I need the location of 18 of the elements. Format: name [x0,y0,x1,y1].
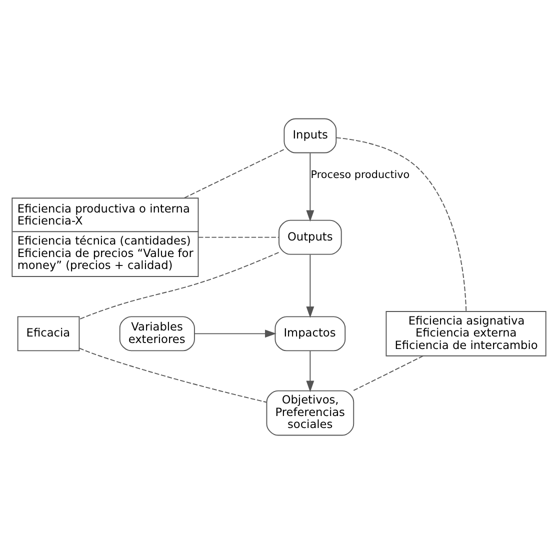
arrow [306,152,314,222]
connector [336,137,467,312]
connector [78,348,267,403]
node-box: Variables exteriores [119,316,195,352]
node-box: Eficacia [17,316,80,352]
connector [198,236,280,238]
node-box: Outputs [278,220,342,255]
edge-label: Proceso productivo [310,169,410,182]
node-box: Objetivos, Preferencias sociales [266,390,354,436]
node-box: Impactos [274,316,346,352]
connector [184,149,284,199]
connector [352,356,424,392]
connector [78,252,280,320]
arrow [306,254,314,318]
arrow [194,330,276,338]
node-box: Eficiencia asignativa Eficiencia externa Eficiencia de intercambio [386,311,546,356]
node-box: Inputs [284,118,337,154]
arrow [306,350,314,392]
